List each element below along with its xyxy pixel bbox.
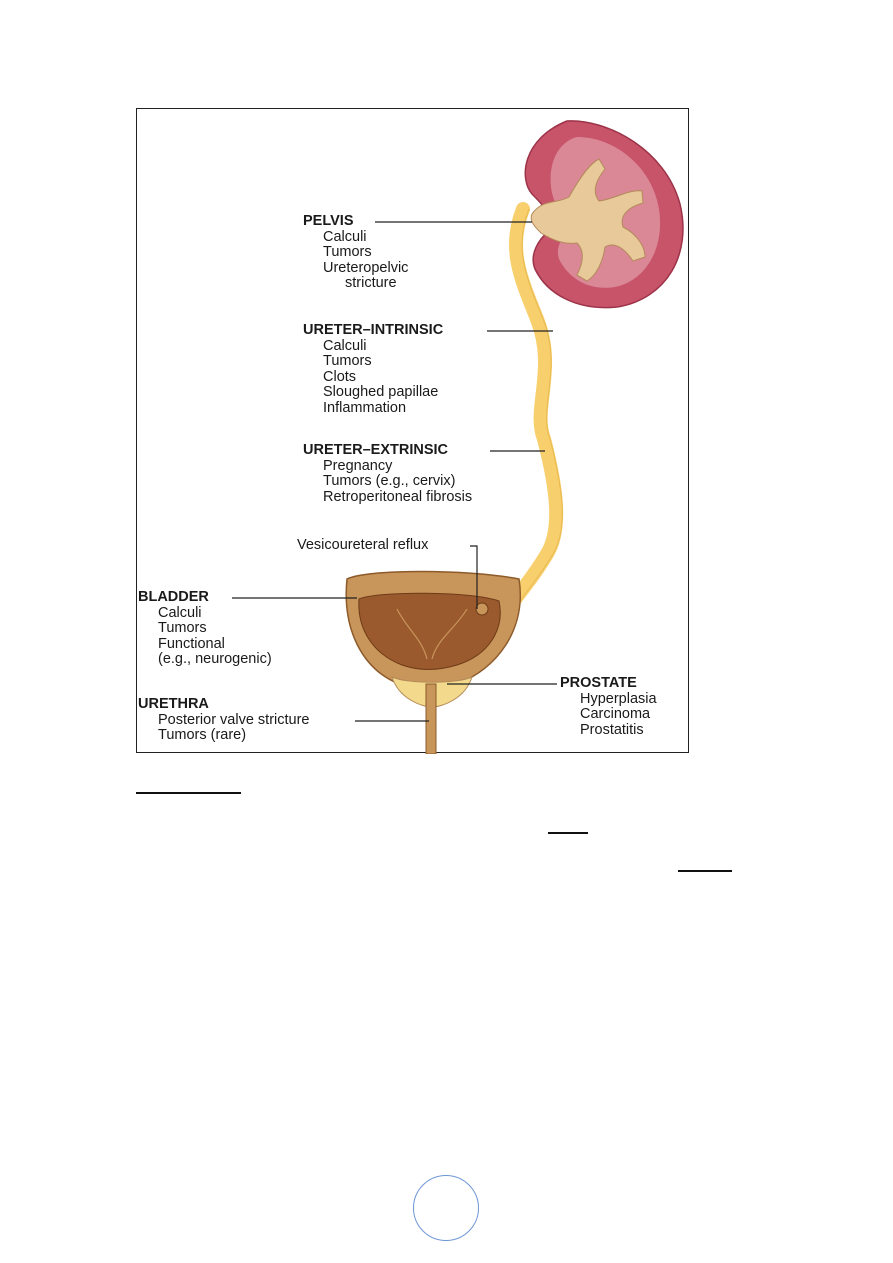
ureter-intrinsic-label: URETER–INTRINSIC Calculi Tumors Clots Sl… — [303, 322, 444, 416]
bladder-item: (e.g., neurogenic) — [158, 651, 272, 667]
renal-pelvis — [530, 158, 646, 282]
ureter-intrinsic-item: Calculi — [323, 337, 367, 354]
ureter-extrinsic-title: URETER–EXTRINSIC — [303, 442, 449, 458]
urethra-title: URETHRA — [138, 696, 209, 712]
prostate-item: Prostatitis — [580, 721, 644, 738]
prostate-title: PROSTATE — [560, 675, 637, 691]
underline-mark — [136, 792, 241, 794]
pelvis-item: Tumors — [323, 244, 372, 260]
urethra-item: Posterior valve stricture — [158, 711, 310, 728]
bladder-item: Calculi — [158, 604, 202, 621]
urethra-item: Tumors (rare) — [158, 727, 247, 743]
page-number-circle — [413, 1175, 479, 1241]
underline-mark — [548, 832, 588, 834]
urinary-tract-illustration — [232, 120, 684, 754]
underline-mark — [678, 870, 732, 872]
prostate-item: Carcinoma — [580, 706, 651, 722]
urethra — [425, 683, 437, 754]
ureter-intrinsic-item: Inflammation — [323, 399, 407, 416]
urethra-label: URETHRA Posterior valve stricture Tumors… — [138, 696, 310, 744]
ureter — [507, 202, 564, 608]
ureter-intrinsic-item: Tumors — [323, 353, 372, 369]
pelvis-label: PELVIS Calculi Tumors Ureteropelvic stri… — [303, 213, 409, 292]
bladder-label: BLADDER Calculi Tumors Functional (e.g.,… — [138, 589, 272, 668]
ureter-extrinsic-label: URETER–EXTRINSIC Pregnancy Tumors (e.g.,… — [303, 442, 473, 505]
ureter-extrinsic-item: Tumors (e.g., cervix) — [323, 473, 456, 489]
ureter-extrinsic-item: Retroperitoneal fibrosis — [323, 488, 473, 505]
pelvis-item: Ureteropelvic — [323, 259, 409, 276]
urinary-obstruction-figure: PELVIS Calculi Tumors Ureteropelvic stri… — [136, 108, 689, 754]
ureter-extrinsic-item: Pregnancy — [323, 457, 393, 474]
bladder-item: Tumors — [158, 620, 207, 636]
pelvis-item: stricture — [345, 275, 397, 291]
pelvis-item: Calculi — [323, 228, 367, 245]
prostate-label: PROSTATE Hyperplasia Carcinoma Prostatit… — [560, 675, 657, 738]
ureter-intrinsic-title: URETER–INTRINSIC — [303, 322, 444, 338]
ureter-intrinsic-item: Sloughed papillae — [323, 384, 439, 400]
pelvis-title: PELVIS — [303, 213, 354, 229]
bladder-item: Functional — [158, 635, 225, 652]
ureter-intrinsic-item: Clots — [323, 368, 357, 385]
bladder-title: BLADDER — [138, 589, 209, 605]
prostate-item: Hyperplasia — [580, 690, 657, 707]
vesicoureteral-reflux-label: Vesicoureteral reflux — [297, 537, 429, 553]
